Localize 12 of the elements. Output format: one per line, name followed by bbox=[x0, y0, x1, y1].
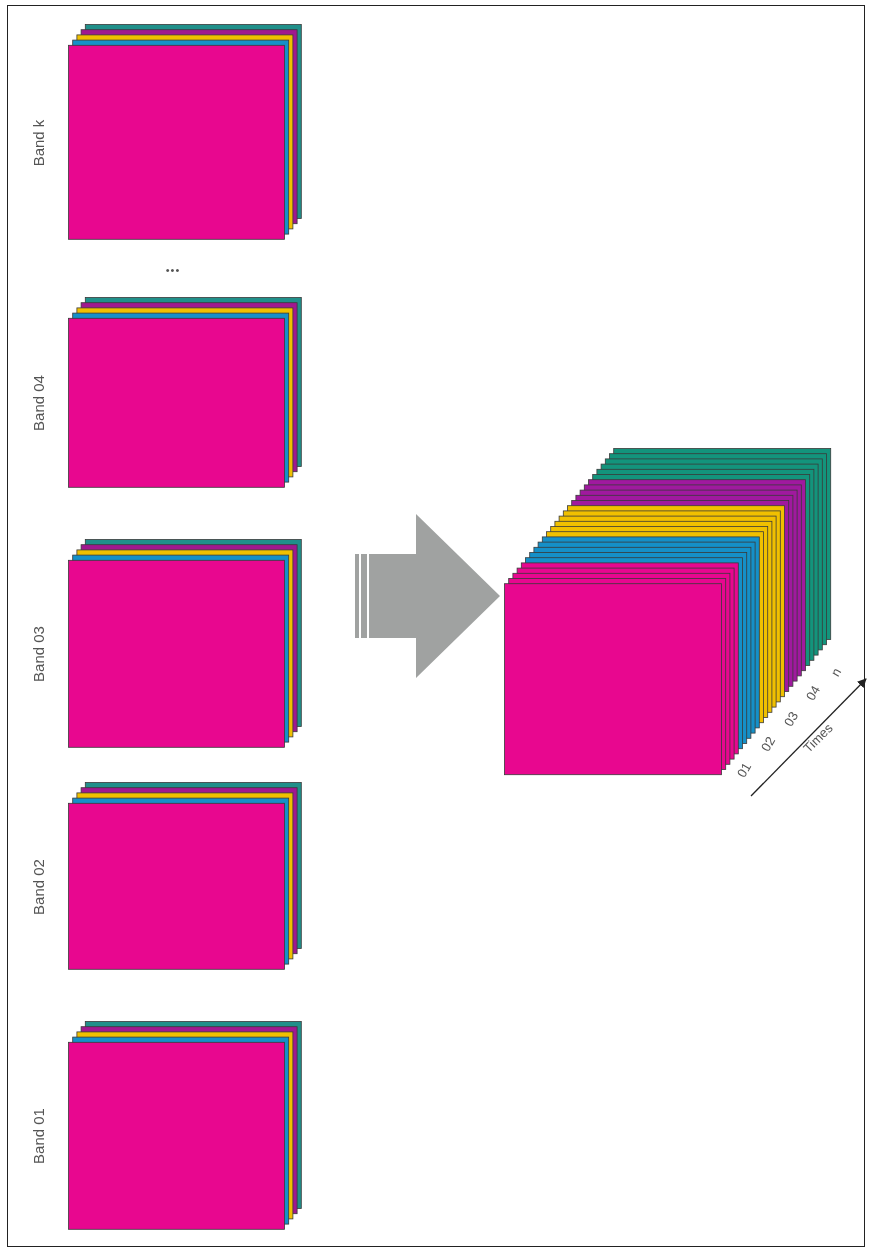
axis-label: n bbox=[827, 665, 845, 679]
band-label: Band 03 bbox=[29, 626, 47, 682]
axis-label: 03 bbox=[780, 709, 802, 729]
ellipsis-label: ••• bbox=[165, 264, 181, 276]
band-label: Band 01 bbox=[29, 1108, 47, 1164]
block-arrow bbox=[355, 514, 500, 678]
axis-label: 04 bbox=[802, 683, 824, 703]
axis-label: 02 bbox=[757, 734, 779, 754]
axis-label: 01 bbox=[733, 760, 755, 780]
band-label: Band k bbox=[29, 119, 47, 166]
band-label: Band 04 bbox=[29, 375, 47, 431]
band-label: Band 02 bbox=[29, 858, 47, 915]
